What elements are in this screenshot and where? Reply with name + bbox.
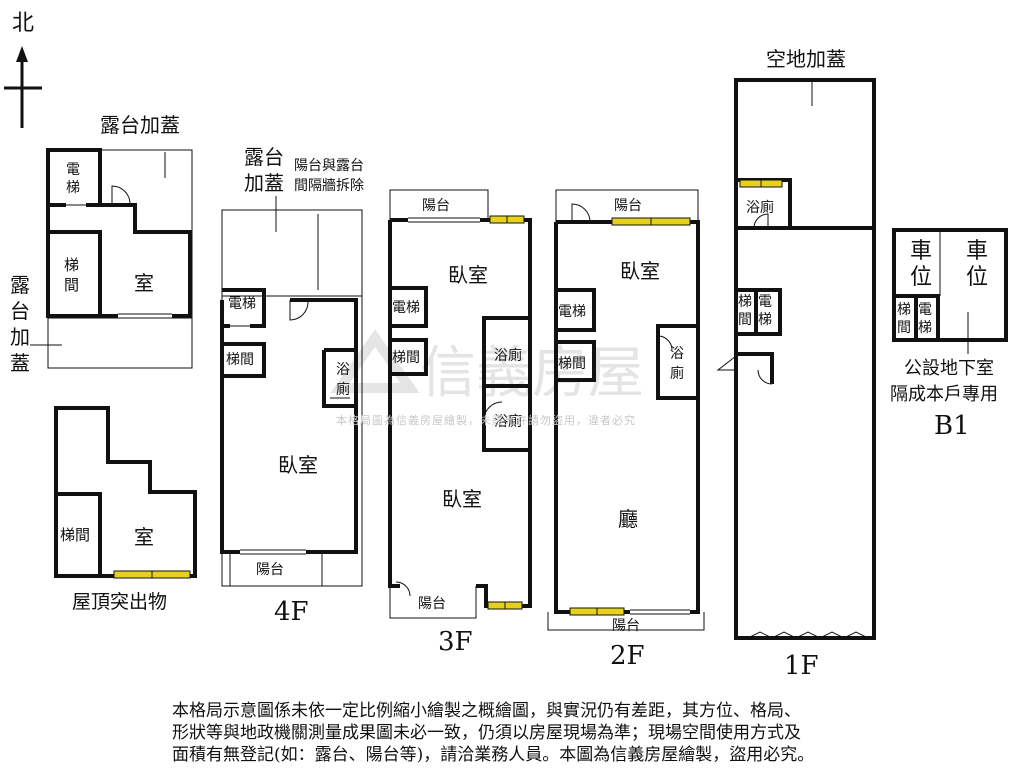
disclaimer-line-3: 面積有無登記(如：露台、陽台等)，請洽業務人員。本圖為信義房屋繪製，盜用必究。 [172, 745, 815, 765]
floor4-bath-label-2: 廁 [336, 381, 350, 398]
roof-protrusion-plan [54, 406, 197, 578]
floor3-bottom-balcony-label: 陽台 [418, 596, 446, 612]
floor2-plan [547, 189, 705, 631]
left-terrace-label-2: 台 [10, 299, 30, 323]
floor3-bath2-label: 浴廁 [494, 413, 522, 430]
floor3-windows [487, 215, 525, 610]
basement-note-2: 隔成本戶專用 [890, 384, 998, 405]
roof-window [113, 570, 191, 579]
roof-lower-room-label: 室 [134, 525, 154, 549]
north-label: 北 [12, 11, 34, 36]
left-terrace-label-1: 露 [10, 273, 30, 297]
floor2-label: 2F [610, 641, 645, 671]
floor3-elevator-label: 電梯 [392, 300, 420, 316]
floor2-hall-label: 廳 [618, 507, 638, 531]
floor1-stair-label-2: 間 [738, 312, 752, 328]
floor1-stair-label-1: 梯 [738, 294, 752, 310]
disclaimer-line-2: 形狀等與地政機關測量成果圖未必一致，仍須以房屋現場為準；現場空間使用方式及 [172, 723, 801, 743]
floor1-vacant-addition-label: 空地加蓋 [766, 47, 846, 71]
floor1-plan [716, 78, 876, 640]
disclaimer: 本格局示意圖係未依一定比例縮小繪製之概繪圖，與實況仍有差距，其方位、格局、 形狀… [172, 700, 892, 766]
floor3-label: 3F [438, 627, 473, 657]
basement-parking2-label-2: 位 [966, 265, 988, 290]
floor4-balcony-label: 陽台 [256, 562, 284, 578]
floor1-elevator-label-1: 電 [758, 294, 772, 310]
basement-label: B1 [934, 411, 970, 441]
floor4-terrace-label-1: 露台 [244, 145, 284, 169]
floor1-bath-label: 浴廁 [746, 199, 774, 216]
roof-terrace-addition-label: 露台加蓋 [100, 113, 180, 137]
basement-stair-label-2: 間 [897, 320, 911, 336]
floor1-window [739, 179, 783, 188]
floor2-bottom-balcony-label: 陽台 [612, 618, 640, 634]
basement-stair-label-1: 梯 [897, 302, 911, 318]
floor3-bedroom-bottom-label: 臥室 [442, 487, 482, 511]
floor2-bath-label-2: 廁 [670, 365, 684, 382]
floor4-stair-label: 梯間 [226, 352, 254, 368]
roof-stair-label-2: 間 [64, 276, 79, 294]
roof-room-label: 室 [134, 271, 154, 295]
basement-elevator-label-2: 梯 [918, 320, 932, 336]
left-terrace-label-3: 加 [10, 325, 30, 349]
floor3-bath1-label: 浴廁 [494, 347, 522, 364]
basement-parking1-label-1: 車 [910, 239, 932, 264]
floor4-terrace-label-2: 加蓋 [244, 171, 284, 195]
floor1-elevator-label-2: 梯 [758, 312, 772, 328]
floor2-elevator-label: 電梯 [558, 304, 586, 320]
basement-note-1: 公設地下室 [904, 358, 994, 379]
floor3-stair-label: 梯間 [392, 350, 420, 366]
left-terrace-label-4: 蓋 [10, 351, 30, 375]
floor4-label: 4F [274, 597, 309, 627]
floor2-windows [569, 217, 691, 616]
basement-parking2-label-1: 車 [966, 239, 988, 264]
floor2-bath-label-1: 浴 [670, 346, 684, 362]
floor1-label: 1F [784, 651, 819, 681]
roof-plan [30, 148, 193, 369]
floor4-bedroom-label: 臥室 [278, 453, 318, 477]
basement-elevator-label-1: 電 [918, 302, 932, 318]
floor3-bedroom-top-label: 臥室 [448, 263, 488, 287]
basement-plan [892, 228, 1008, 354]
floor4-bath-label-1: 浴 [336, 362, 350, 378]
floor4-elevator-label: 電梯 [228, 296, 256, 312]
roof-lower-stair-label: 梯間 [60, 526, 90, 544]
floor2-top-balcony-label: 陽台 [614, 198, 642, 214]
roof-caption: 屋頂突出物 [72, 591, 167, 613]
floor4-note-1: 陽台與露台 [294, 158, 364, 174]
disclaimer-line-1: 本格局示意圖係未依一定比例縮小繪製之概繪圖，與實況仍有差距，其方位、格局、 [172, 701, 801, 721]
roof-elevator-label-1: 電 [66, 162, 80, 178]
roof-stair-label-1: 梯 [64, 256, 79, 274]
floor2-stair-label: 梯間 [558, 356, 586, 372]
roof-elevator-label-2: 梯 [66, 180, 80, 196]
basement-parking1-label-2: 位 [910, 265, 932, 290]
watermark: 信義房屋 [330, 329, 644, 406]
floor3-top-balcony-label: 陽台 [422, 198, 450, 214]
floor4-note-2: 間隔牆拆除 [294, 178, 364, 194]
north-arrow-icon [4, 46, 42, 128]
watermark-notice: 本格局圖為信義房屋繪製，未經允許請勿盜用，違者必究 [336, 414, 636, 427]
floor2-bedroom-label: 臥室 [620, 259, 660, 283]
floor4-plan [220, 196, 363, 587]
